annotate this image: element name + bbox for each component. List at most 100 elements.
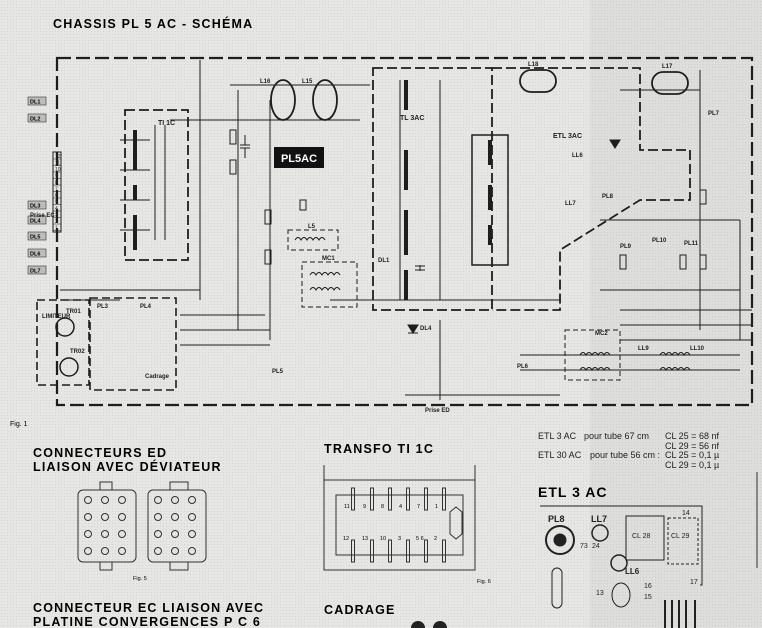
dl-tag-label: DL6: [30, 252, 40, 258]
transfo-pin-label: 3: [398, 536, 401, 542]
connector-pin: [84, 496, 92, 504]
pl5ac-badge: [274, 147, 324, 168]
transfo-pin: [370, 487, 374, 511]
block-label: Prise EC: [30, 213, 55, 219]
connector-pin-label: 11: [55, 161, 60, 167]
svg-text:pour tube 56 cm :: pour tube 56 cm :: [590, 450, 660, 460]
connector-pin: [118, 513, 126, 521]
transfo-pin-label: 7: [417, 504, 420, 510]
etl-board-heading: ETL 3 AC: [538, 484, 607, 500]
dl-tag-label: DL7: [30, 269, 40, 275]
mc1-box: [301, 261, 358, 308]
etl-label: 15: [644, 594, 652, 601]
connector-pin-label: 3: [55, 213, 58, 219]
etl-label: 16: [644, 583, 652, 590]
connector-pin-label: 12: [55, 154, 61, 160]
fig6-caption: Fig. 6: [477, 579, 491, 585]
etl-label: LL7: [591, 514, 607, 524]
block-label: PL3: [97, 304, 109, 310]
fig5-caption: Fig. 5: [133, 576, 147, 582]
block-label: TI 1C: [158, 120, 175, 127]
transfo-pin: [370, 539, 374, 563]
tube-l18: [519, 69, 557, 93]
block-label: LL6: [572, 153, 583, 159]
etl-label: 24: [592, 543, 600, 550]
transfo-pin-label: 12: [343, 536, 349, 542]
connector-pin-label: 4: [55, 206, 58, 212]
svg-text:CL 29 = 56 nf: CL 29 = 56 nf: [665, 441, 719, 451]
connector-pin: [84, 530, 92, 538]
block-label: PL5: [272, 369, 284, 375]
dl-tag: DL4: [27, 215, 47, 225]
block-label: L15: [302, 79, 313, 85]
svg-text:CL 29 = 0,1 µ: CL 29 = 0,1 µ: [665, 460, 719, 470]
transfo-pin-label: 11: [344, 504, 350, 510]
connector-pin: [118, 496, 126, 504]
connector-pin: [101, 530, 109, 538]
dl-tag: DL5: [27, 231, 47, 241]
svg-text:ETL 30 AC: ETL 30 AC: [538, 450, 582, 460]
transfo-pin: [388, 487, 392, 511]
block-label: LL10: [690, 346, 705, 352]
connecteur-ec-subheading: PLATINE CONVERGENCES P C 6: [33, 615, 261, 628]
connecteur-ec-heading: CONNECTEUR EC LIAISON AVEC: [33, 601, 264, 615]
cadrage-heading: CADRAGE: [324, 603, 396, 617]
etl-label: LL6: [625, 567, 640, 576]
limiteur-box: [36, 299, 90, 386]
etl-label: CL 28: [632, 533, 651, 540]
tube-l17: [651, 71, 689, 95]
connector-pin: [154, 496, 162, 504]
connector-pin: [171, 530, 179, 538]
connector-pin: [171, 496, 179, 504]
block-label: Cadrage: [145, 374, 170, 380]
transfo-pin: [424, 487, 428, 511]
block-label: Prise ED: [425, 408, 450, 414]
transfo-pin-label: 10: [380, 536, 386, 542]
etl-label: 73: [580, 543, 588, 550]
block-label: TR01: [66, 309, 81, 315]
transfo-pin-label: 1: [435, 504, 438, 510]
dl-tag-label: DL2: [30, 117, 40, 123]
block-label: PL10: [652, 238, 667, 244]
connector-pin-label: 9: [55, 174, 58, 180]
block-label: PL7: [708, 111, 720, 117]
block-label: TL 3AC: [400, 115, 424, 122]
page-title: CHASSIS PL 5 AC - SCHÉMA: [53, 16, 253, 31]
connector-pin: [118, 547, 126, 555]
block-label: PL8: [602, 194, 614, 200]
ti1c-box: [124, 109, 189, 261]
etl-label: 13: [596, 590, 604, 597]
block-label: MC1: [322, 256, 335, 262]
connector-pin: [118, 530, 126, 538]
chassis-frame: [55, 56, 754, 407]
transfo-pin: [351, 539, 355, 563]
svg-text:CL 25 = 0,1 µ: CL 25 = 0,1 µ: [665, 450, 719, 460]
transfo-pin: [351, 487, 355, 511]
etl-notes: ETL 3 AC pour tube 67 cm CL 25 = 68 nf C…: [538, 431, 719, 470]
block-label: LL7: [565, 201, 576, 207]
transfo-pin: [406, 539, 410, 563]
block-label: DL1: [378, 258, 390, 264]
block-label: L5: [308, 224, 316, 230]
transfo-pin-label: 13: [362, 536, 368, 542]
transistor-tr01: [55, 317, 75, 337]
pl5ac-badge-label: PL5AC: [281, 153, 317, 165]
block-label: LIMITEUR: [42, 314, 71, 320]
connector-pin: [188, 513, 196, 521]
block-label: DL4: [420, 326, 432, 332]
connector-strip: [52, 151, 62, 233]
dl-tag: DL2: [27, 113, 47, 123]
connector-pin: [84, 513, 92, 521]
connector-pin: [154, 547, 162, 555]
transfo-pin: [442, 487, 446, 511]
tube-l15: [312, 79, 338, 121]
connector-pin-label: 8: [55, 180, 58, 186]
dl-tag-label: DL5: [30, 235, 40, 241]
block-label: TR02: [70, 349, 85, 355]
connector-pin-label: 10: [55, 167, 61, 173]
block-label: LL9: [638, 346, 649, 352]
connector-pin-label: 7: [55, 187, 58, 193]
block-label: PL6: [517, 364, 529, 370]
transfo-pin: [388, 539, 392, 563]
connector-pin: [171, 547, 179, 555]
